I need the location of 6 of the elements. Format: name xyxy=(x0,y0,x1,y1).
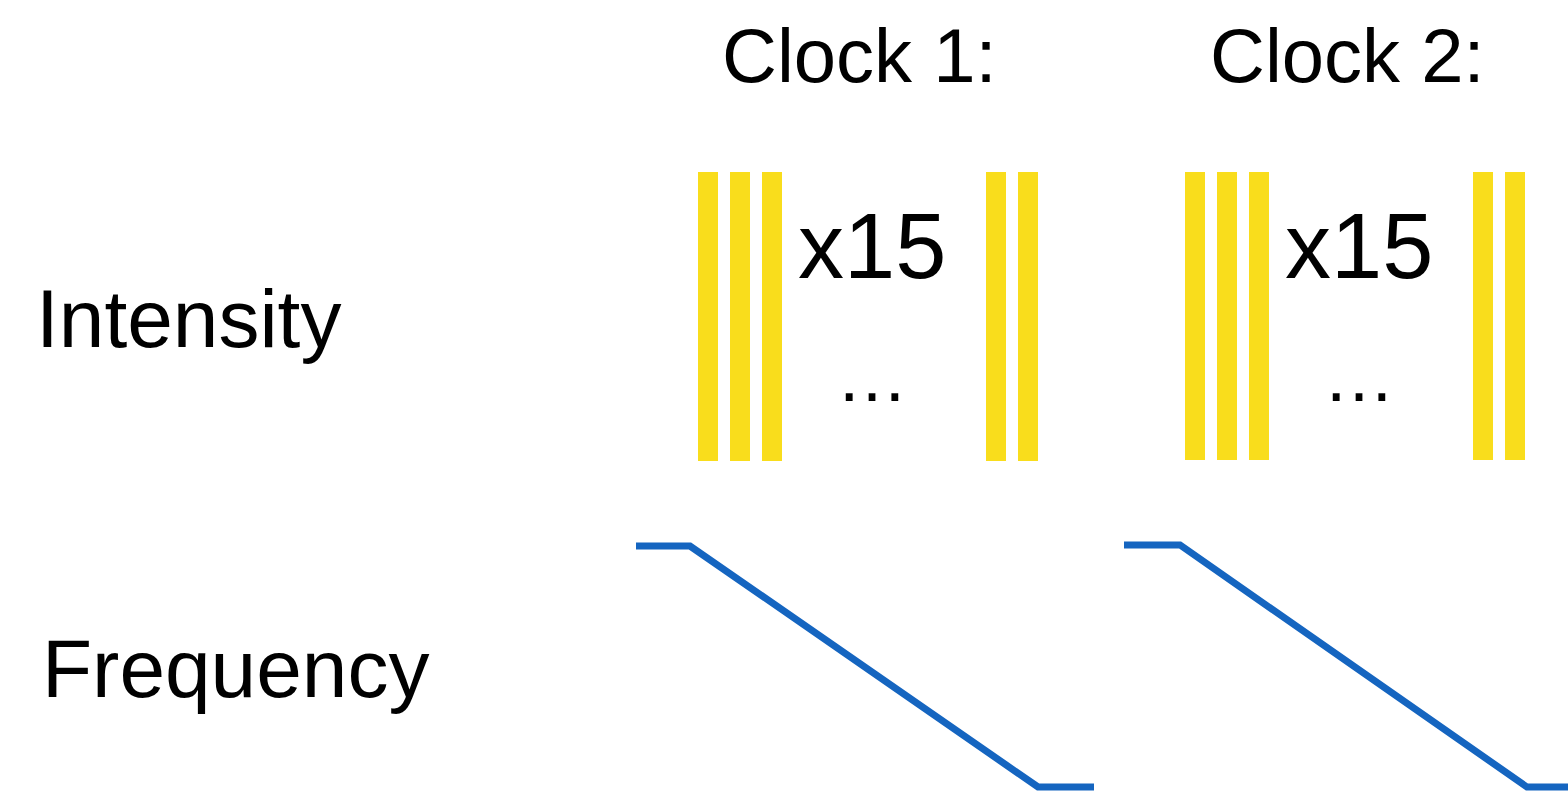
repeat-count: x15 xyxy=(1285,200,1434,292)
repeat-count: x15 xyxy=(798,200,947,292)
clock-heading: Clock 2: xyxy=(1210,18,1485,94)
ellipsis: … xyxy=(836,340,908,412)
ellipsis: … xyxy=(1323,340,1395,412)
clock-heading: Clock 1: xyxy=(722,18,997,94)
